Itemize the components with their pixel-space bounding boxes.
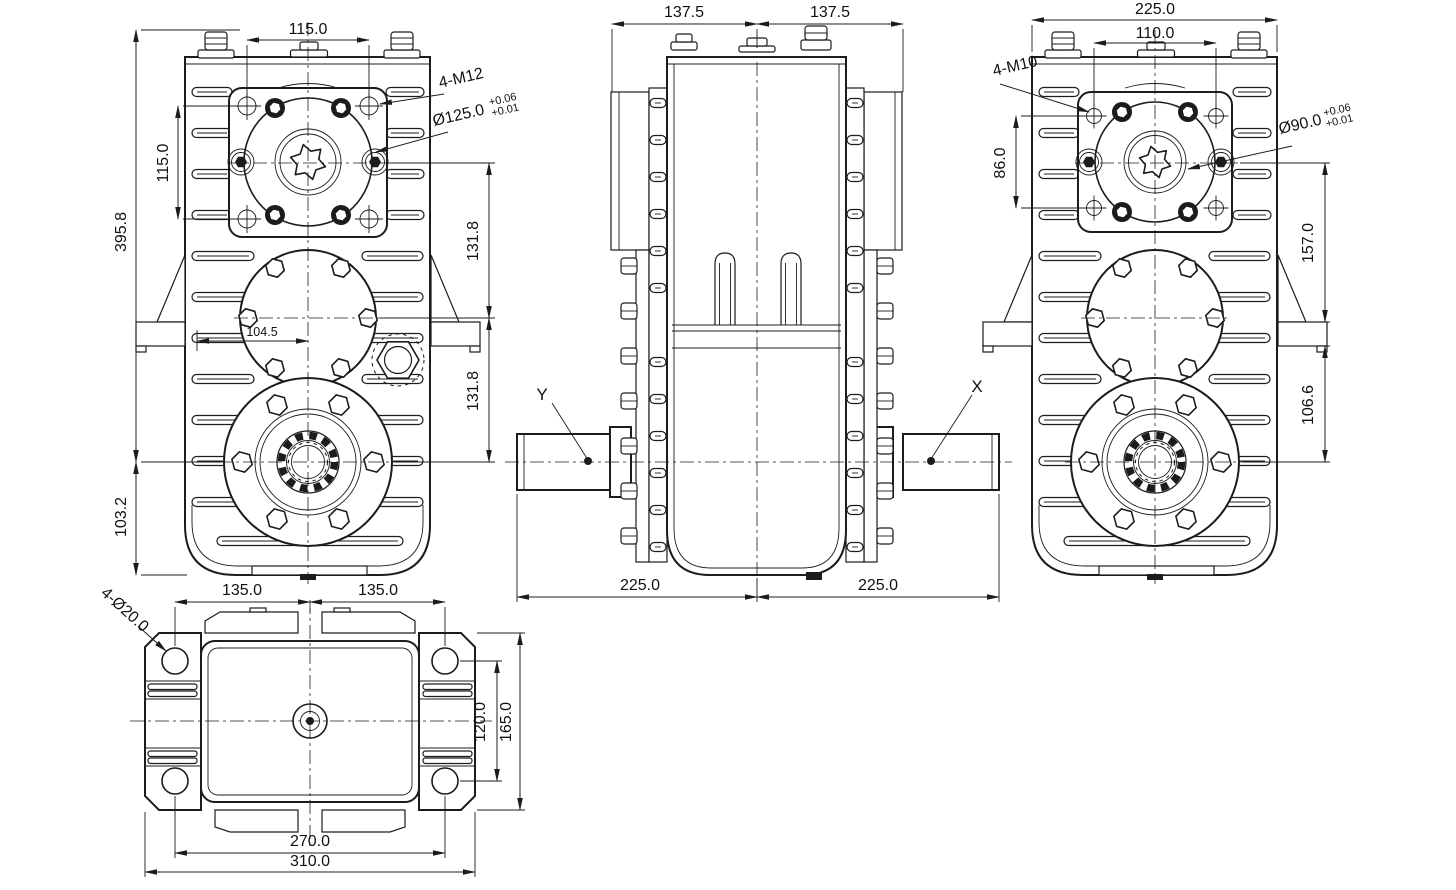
back-dim-bolt-spacing-h: 110.0 — [1136, 25, 1175, 42]
side-flange-plate-right — [863, 91, 903, 251]
side-axis-label-y: Y — [536, 385, 547, 404]
side-fin-channel-left — [648, 87, 668, 563]
side-housing-outline — [666, 56, 847, 576]
front-dim-bolt-spacing-h: 115.0 — [289, 21, 328, 38]
side-datum-leader-y — [551, 402, 589, 461]
front-leader-bolts — [379, 93, 445, 105]
bottom-leader-holes — [137, 625, 167, 652]
bottom-mount-hole — [161, 647, 189, 675]
bottom-dim-face-height: 165.0 — [498, 702, 515, 742]
side-top-bolt — [675, 33, 693, 43]
side-dim-half-width-left: 137.5 — [664, 4, 704, 21]
front-base-pad — [251, 565, 368, 576]
side-cover-edge-right — [863, 249, 878, 563]
side-datum-point-x — [927, 457, 935, 465]
side-axis-label-x: X — [971, 377, 982, 396]
bottom-top-boss-left — [204, 611, 299, 634]
side-cover-edge-left — [635, 249, 650, 563]
front-dim-center-upper: 131.8 — [465, 221, 482, 261]
front-dim-foot-to-center: 104.5 — [246, 325, 277, 339]
bottom-dim-hole-spacing-v: 120.0 — [472, 702, 489, 742]
back-leader-bolts — [999, 83, 1090, 113]
front-dim-overall-height: 395.8 — [113, 212, 130, 252]
bottom-dim-overall-width: 310.0 — [290, 853, 330, 870]
front-dim-base-offset: 103.2 — [113, 497, 130, 537]
back-dim-upper-center: 157.0 — [1300, 223, 1317, 263]
front-callout-bolts: 4-M12 — [437, 65, 485, 92]
side-drain-nub — [806, 572, 822, 580]
bottom-bottom-boss-left — [214, 809, 299, 833]
bottom-dim-hole-spacing-h: 270.0 — [290, 833, 330, 850]
front-dim-center-lower: 131.8 — [465, 371, 482, 411]
bottom-mount-hole — [431, 647, 459, 675]
bottom-bottom-boss-right — [321, 809, 406, 833]
side-dim-half-width-right: 137.5 — [810, 4, 850, 21]
bottom-mount-hole — [431, 767, 459, 795]
back-base-pad — [1098, 565, 1215, 576]
bottom-callout-holes: 4-Ø20.0 — [97, 584, 151, 635]
side-datum-leader-x — [930, 394, 973, 460]
side-view: 137.5 137.5 225.0 225.0 Y X — [505, 4, 1012, 602]
back-view: 225.0 110.0 86.0 157.0 106.6 4-M10 Ø90.0… — [982, 1, 1355, 584]
bottom-view: 135.0 135.0 120.0 165.0 270.0 310.0 4-Ø2… — [97, 582, 525, 877]
front-dim-bolt-spacing-v: 115.0 — [155, 143, 172, 182]
bottom-dim-half-width-right: 135.0 — [358, 582, 398, 599]
side-dowel-right — [780, 252, 802, 325]
side-datum-point-y — [584, 457, 592, 465]
back-leader-bore — [1187, 145, 1293, 170]
side-dim-shaft-right: 225.0 — [858, 577, 898, 594]
back-dim-lower-center: 106.6 — [1300, 385, 1317, 425]
bottom-top-boss-right — [321, 611, 416, 634]
front-leader-bore — [375, 131, 449, 153]
side-dowel-left — [714, 252, 736, 325]
back-callout-bore: Ø90.0 — [1277, 112, 1323, 138]
front-callout-bore: Ø125.0 — [431, 102, 486, 130]
bottom-dim-half-width-left: 135.0 — [222, 582, 262, 599]
back-dim-bolt-spacing-v: 86.0 — [992, 147, 1009, 178]
bottom-mount-hole — [161, 767, 189, 795]
side-fin-channel-right — [845, 87, 865, 563]
front-view: 115.0 115.0 395.8 103.2 131.8 131.8 104.… — [113, 21, 520, 584]
back-drain-nub — [1147, 574, 1163, 580]
side-fins-and-bolts — [620, 97, 894, 553]
side-flange-plate-left — [610, 91, 650, 251]
side-dim-shaft-left: 225.0 — [620, 577, 660, 594]
back-dim-overall-width: 225.0 — [1135, 1, 1175, 18]
